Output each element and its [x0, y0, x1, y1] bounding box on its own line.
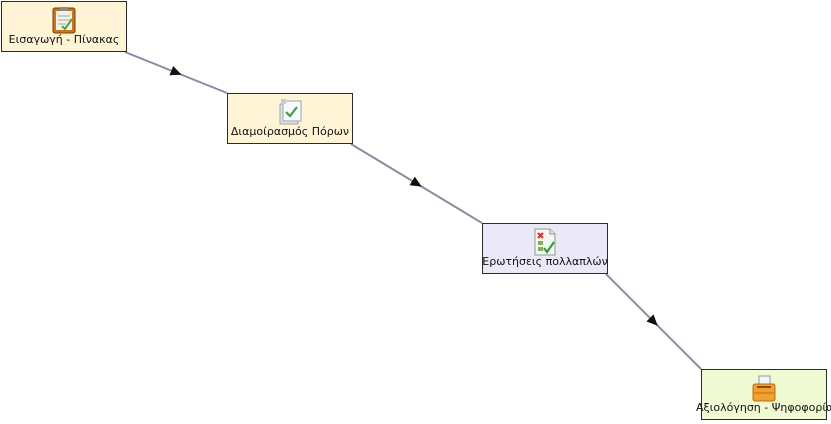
edges-layer	[124, 51, 702, 370]
transition-arrow-icon	[169, 65, 182, 76]
activity-node-label: Εισαγωγή - Πίνακας	[8, 33, 120, 46]
share-resources-icon	[279, 99, 302, 125]
activity-node-label: Αξιολόγηση - Ψηφοφορία	[696, 401, 831, 414]
multiple-choice-icon	[534, 228, 556, 256]
transition-arrow-icon	[646, 314, 658, 326]
activity-node-share-resources[interactable]: Διαμοίρασμός Πόρων	[227, 93, 353, 144]
activity-node-multiple-choice[interactable]: Ερωτήσεις πολλαπλών	[482, 223, 608, 274]
transition-arrow-icon	[409, 176, 422, 187]
ballot-box-icon	[752, 375, 776, 402]
activity-node-noticeboard[interactable]: Εισαγωγή - Πίνακας	[1, 1, 127, 52]
activity-node-voting[interactable]: Αξιολόγηση - Ψηφοφορία	[696, 369, 831, 420]
noticeboard-icon	[52, 7, 76, 34]
activity-node-label: Διαμοίρασμός Πόρων	[230, 125, 350, 138]
activity-node-label: Ερωτήσεις πολλαπλών	[482, 255, 608, 268]
